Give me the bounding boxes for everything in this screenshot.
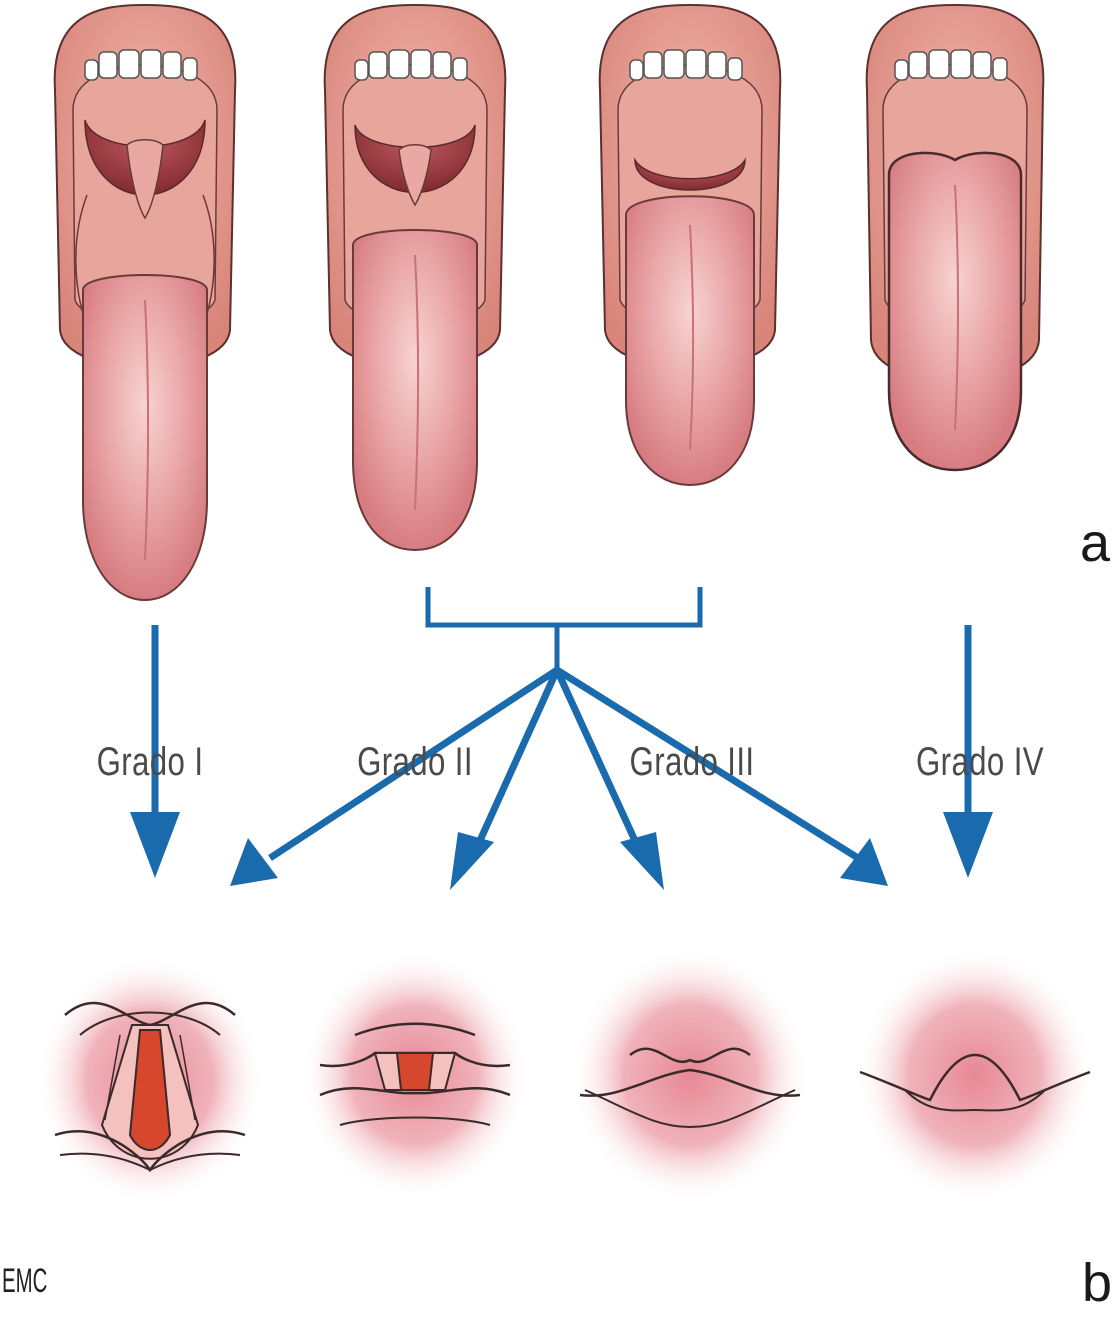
- mouth-class-4: [867, 5, 1044, 470]
- arrowhead-6: [943, 812, 993, 878]
- glottis-grade-1: [35, 955, 265, 1205]
- bracket: [428, 587, 700, 625]
- grade-label-4: Grado IV: [894, 740, 1066, 785]
- arrowhead-4: [620, 832, 664, 890]
- mouth-class-2: [325, 5, 506, 550]
- glottis-grade-4: [855, 947, 1095, 1203]
- arrowhead-3: [450, 832, 494, 890]
- arrowhead-1: [130, 812, 180, 878]
- grade-label-3: Grado III: [606, 740, 778, 785]
- glottis-grade-3: [570, 947, 810, 1203]
- emc-watermark: EMC: [2, 1262, 47, 1301]
- grade-label-2: Grado II: [329, 740, 501, 785]
- panel-label-b: b: [1082, 1252, 1112, 1314]
- grade-label-1: Grado I: [64, 740, 236, 785]
- arrowhead-2: [230, 838, 278, 886]
- arrowheads: [130, 812, 993, 890]
- mouth-class-3: [600, 5, 781, 485]
- arrowhead-5: [840, 838, 888, 886]
- mouth-class-1: [55, 5, 236, 600]
- glottis-grade-2: [300, 950, 530, 1200]
- arrows: [155, 587, 968, 858]
- panel-label-a: a: [1080, 512, 1110, 574]
